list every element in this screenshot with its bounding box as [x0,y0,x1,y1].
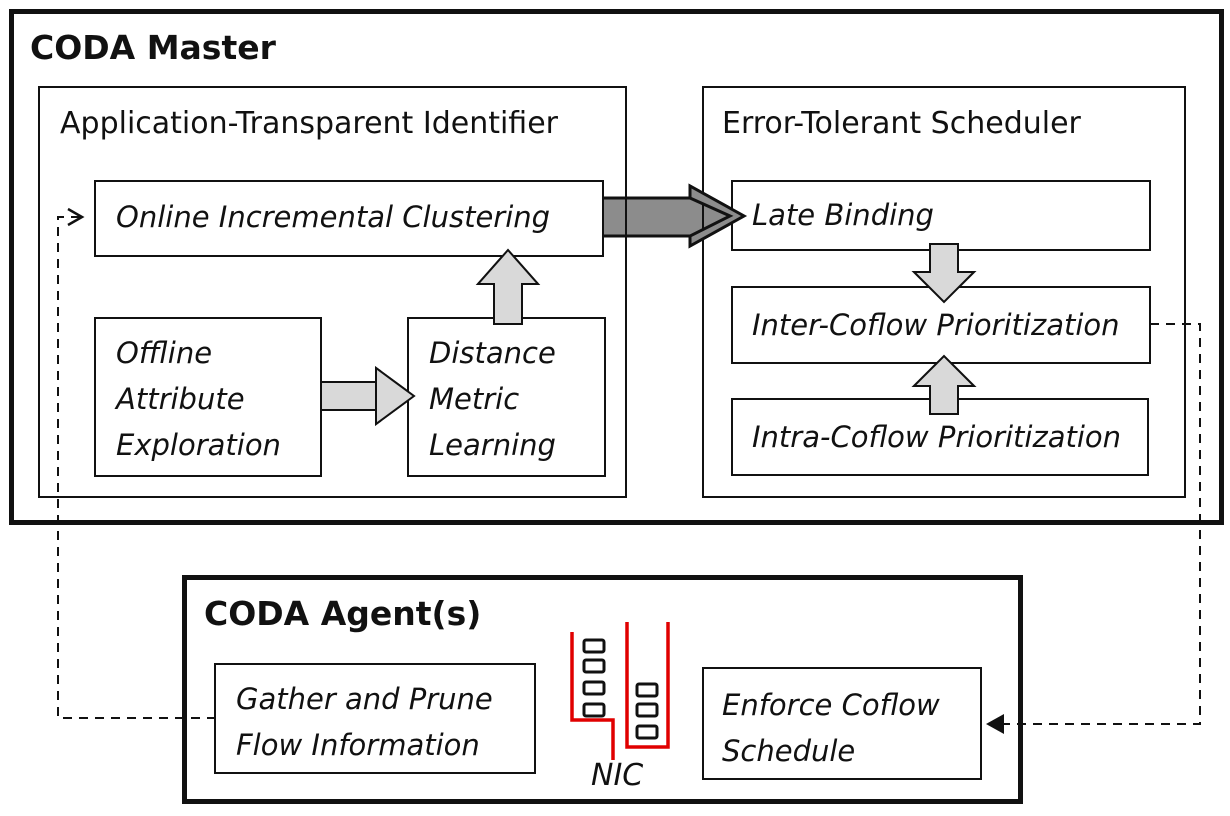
late-binding-to-inter-arrow-top [911,243,977,304]
packet [582,638,606,654]
exploration-line-2: Attribute [116,382,245,416]
metric-line-1: Distance [429,336,556,370]
metric-box [407,317,606,477]
clustering-label: Online Incremental Clustering [116,200,551,234]
packet [582,702,606,718]
exploration-line-1: Offline [116,336,213,370]
packet [635,682,659,698]
nic-queue-right [625,622,670,749]
dashed-arrowhead-clustering [67,207,85,227]
enforce-line-2: Schedule [722,734,856,768]
nic-label: NIC [591,758,644,793]
nic-queue-left [570,632,615,760]
gather-box [214,663,536,774]
packet [635,724,659,740]
intra-to-inter-arrow-top [911,354,977,415]
scheduler-panel [702,86,1186,498]
coda-master-title: CODA Master [30,28,276,67]
enforce-label: Enforce Coflow Schedule [722,682,940,774]
exploration-box [94,317,322,477]
identifier-panel [38,86,627,498]
metric-line-2: Metric [429,382,520,416]
gather-line-2: Flow Information [236,728,480,762]
gather-label: Gather and Prune Flow Information [236,676,493,768]
enforce-line-1: Enforce Coflow [722,688,940,722]
exploration-to-metric-arrow-head [375,366,416,426]
metric-line-3: Learning [429,428,556,462]
intra-coflow-label: Intra-Coflow Prioritization [752,420,1122,454]
scheduler-title: Error-Tolerant Scheduler [722,106,1081,141]
identifier-title: Application-Transparent Identifier [60,106,558,141]
main-flow-arrow-head [688,183,748,249]
inter-coflow-label: Inter-Coflow Prioritization [752,308,1120,342]
packet [582,680,606,696]
dashed-connector-gather-to-clustering [57,216,216,719]
coda-agent-panel [182,575,1023,804]
packet [582,658,606,674]
late-binding-label: Late Binding [752,198,934,232]
clustering-box [94,180,604,257]
packet [635,702,659,718]
exploration-line-3: Exploration [116,428,281,462]
exploration-label: Offline Attribute Exploration [116,330,281,468]
dashed-arrowhead-enforce [986,714,1004,734]
coda-master-panel [9,9,1224,525]
coda-agent-title: CODA Agent(s) [204,594,482,633]
late-binding-box [731,180,1151,251]
nic-icon [570,622,670,760]
metric-label: Distance Metric Learning [429,330,556,468]
dashed-connector-inter-to-enforce [1000,323,1201,725]
gather-line-1: Gather and Prune [236,682,493,716]
metric-to-clustering-arrow-top [475,248,541,325]
enforce-box [702,667,982,780]
